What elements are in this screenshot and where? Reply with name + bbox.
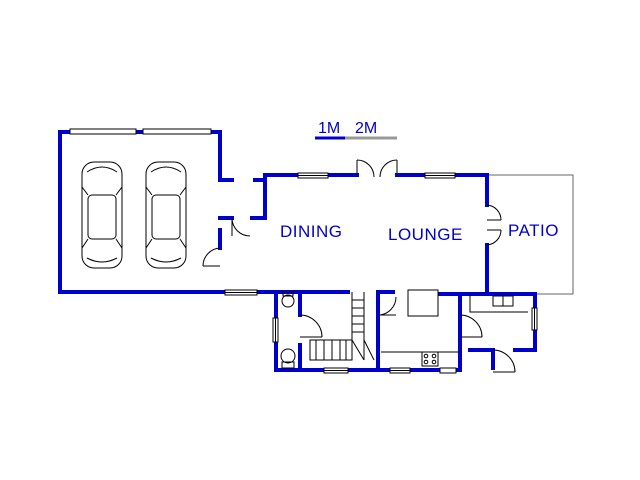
house-walls <box>218 173 537 372</box>
room-label-dining: DINING <box>280 222 343 241</box>
scale-label-2m: 2M <box>355 120 377 137</box>
garage-door-marks <box>69 128 212 135</box>
basin-icon <box>280 348 296 369</box>
car-icon <box>145 161 187 269</box>
windows <box>224 172 538 374</box>
kitchen-fixtures <box>381 289 528 367</box>
car-icon <box>81 161 123 269</box>
patio-outline <box>487 174 574 295</box>
stairs <box>309 292 375 361</box>
garage-walls <box>58 130 222 294</box>
doors <box>202 159 516 373</box>
room-label-lounge: LOUNGE <box>388 225 463 244</box>
scale-label-1m: 1M <box>318 120 340 137</box>
room-label-patio: PATIO <box>508 221 559 240</box>
toilet-icon <box>281 291 295 308</box>
sink-icon <box>492 295 514 307</box>
scale-bar: 1M 2M <box>315 120 397 140</box>
